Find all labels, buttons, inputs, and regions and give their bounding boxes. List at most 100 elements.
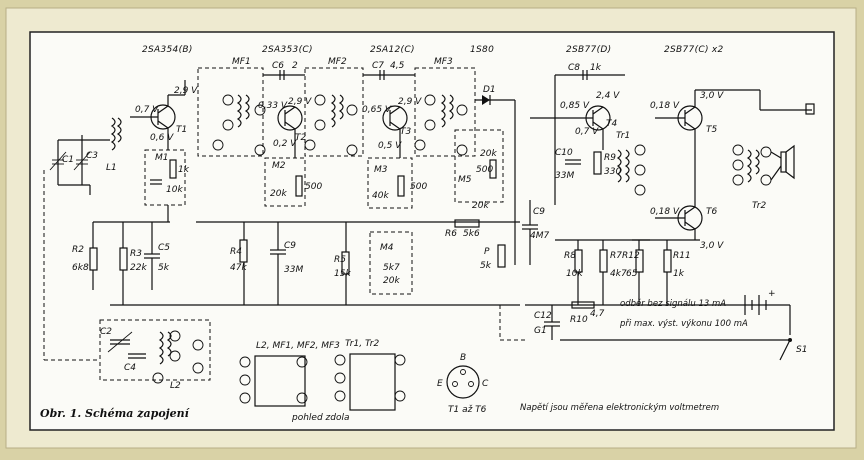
label-r12: R12 <box>622 251 640 261</box>
header-t4: 2SB77(D) <box>566 45 611 55</box>
label-c9: C9 <box>284 241 296 251</box>
header-t2: 2SA353(C) <box>262 45 313 55</box>
pin-e: E <box>437 379 443 389</box>
label-c7-value: 4,5 <box>390 61 405 71</box>
header-t3: 2SA12(C) <box>370 45 415 55</box>
label-r12-value: 65 <box>626 269 638 279</box>
voltage-t3-collector: 2,9 V <box>398 97 422 107</box>
label-c1: C1 <box>62 155 74 165</box>
voltage-t1-collector: 2,9 V <box>174 86 198 96</box>
label-r4-value: 47k <box>230 263 247 273</box>
label-c7: C7 <box>372 61 384 71</box>
label-tr2: Tr2 <box>752 201 766 211</box>
label-d1: D1 <box>483 85 496 95</box>
label-r-20k-c: 20k <box>472 201 489 211</box>
label-m2: M2 <box>272 161 286 171</box>
label-c6: C6 <box>272 61 284 71</box>
label-r3: R3 <box>130 249 142 259</box>
label-l2: L2 <box>170 381 181 391</box>
transistor-t2 <box>277 105 303 131</box>
pinout-if: L2, MF1, MF2, MF3 <box>239 341 340 407</box>
transistor-headers: 2SA354(B) 2SA353(C) 2SA12(C) 1S80 2SB77(… <box>142 45 724 55</box>
transistor-t3 <box>382 105 408 131</box>
stage-1: C1 C3 L1 0,7 V 2,9 V 0,6 V T1 M1 1k 10k <box>49 80 198 222</box>
label-s1: S1 <box>796 345 807 355</box>
label-c9-value: 33M <box>284 265 303 275</box>
label-r5: R5 <box>334 255 346 265</box>
voltage-t3-emitter: 0,5 V <box>378 141 402 151</box>
rails <box>43 170 790 361</box>
bias-network-1: R2 6k8 R3 22k C5 5k <box>72 221 170 305</box>
output-jack-icon <box>805 103 815 115</box>
label-c8: C8 <box>568 63 580 73</box>
voltage-t4-base: 0,85 V <box>560 101 590 111</box>
label-r3-value: 22k <box>130 263 147 273</box>
label-m4: M4 <box>380 243 394 253</box>
pinout-view-note: pohled zdola <box>291 413 350 423</box>
driver-stage: C8 1k 0,85 V 2,4 V 0,7 V T4 C10 33M R9 3… <box>530 63 646 205</box>
voltage-t2-base: 0,33 V <box>258 101 288 111</box>
label-c10: C10 <box>555 148 573 158</box>
label-c3: C3 <box>86 151 98 161</box>
voltage-t4-collector: 2,4 V <box>596 91 620 101</box>
label-r-10k: 10k <box>166 185 183 195</box>
pinout-tr-title: Tr1, Tr2 <box>345 339 379 349</box>
header-diode: 1S80 <box>470 45 494 55</box>
label-t6: T6 <box>706 207 717 217</box>
pinout-transistor: B E C T1 až T6 <box>437 353 489 415</box>
label-r2-value: 6k8 <box>72 263 89 273</box>
pinout-tr: Tr1, Tr2 <box>334 339 406 411</box>
label-l1: L1 <box>106 163 117 173</box>
label-r5-value: 15k <box>334 269 351 279</box>
detector-stage: D1 20k 500 M5 20k R6 5k6 P 5k C9 4M7 <box>445 85 549 271</box>
label-t2: T2 <box>295 133 306 143</box>
measurement-note: Napětí jsou měřena elektronickým voltmet… <box>520 402 719 413</box>
label-mf1: MF1 <box>232 57 251 67</box>
label-r11-value: 1k <box>673 269 685 279</box>
label-g1: G1 <box>534 326 547 336</box>
label-m4-r: 20k <box>383 276 400 286</box>
label-p-value: 5k <box>480 261 492 271</box>
label-t4: T4 <box>606 119 617 129</box>
supply-note-max: při max. výst. výkonu 100 mA <box>619 319 748 329</box>
label-r7-value: 4k7 <box>610 269 627 279</box>
label-c9b: C9 <box>533 207 545 217</box>
voltage-t1-base: 0,7 V <box>135 105 159 115</box>
voltage-t5-base: 0,18 V <box>650 101 680 111</box>
label-c10-value: 33M <box>555 171 574 181</box>
voltage-t3-base: 0,65 V <box>362 105 392 115</box>
voltage-t6-collector: 3,0 V <box>700 241 724 251</box>
voltage-t2-emitter: 0,2 V <box>273 139 297 149</box>
label-c4: C4 <box>124 363 136 373</box>
pin-c: C <box>482 379 489 389</box>
label-mf3: MF3 <box>434 57 453 67</box>
label-c5-value: 5k <box>158 263 170 273</box>
label-c2: C2 <box>100 327 112 337</box>
voltage-t6-base: 0,18 V <box>650 207 680 217</box>
label-r6-value: 5k6 <box>463 229 480 239</box>
label-r2: R2 <box>72 245 84 255</box>
voltage-t2-collector: 2,9 V <box>288 97 312 107</box>
pin-b: B <box>460 353 466 363</box>
label-r-500-c: 500 <box>476 165 493 175</box>
header-t5t6: 2SB77(C) x2 <box>664 45 724 55</box>
label-r8: R8 <box>564 251 576 261</box>
stage-3: C7 4,5 0,65 V 2,9 V 0,5 V T3 M3 40k 500 <box>362 61 427 209</box>
label-m5: M5 <box>458 175 472 185</box>
label-r9: R9 <box>604 153 616 163</box>
label-r-1k: 1k <box>178 165 190 175</box>
label-r11: R11 <box>673 251 691 261</box>
label-r10-value: 4,7 <box>590 309 605 319</box>
label-m4-value: 5k7 <box>383 263 400 273</box>
pinout-if-title: L2, MF1, MF2, MF3 <box>256 341 340 351</box>
pinout-transistor-title: T1 až T6 <box>448 405 487 415</box>
label-r-20k-a: 20k <box>270 189 287 199</box>
label-r10: R10 <box>570 315 588 325</box>
label-p: P <box>484 247 490 257</box>
voltage-t5-collector: 3,0 V <box>700 91 724 101</box>
bias-network-2: R4 47k C9 33M R5 15k M4 5k7 20k <box>230 222 413 305</box>
voltage-t4-emitter: 0,7 V <box>575 127 599 137</box>
label-m3: M3 <box>374 165 388 175</box>
label-mf2: MF2 <box>328 57 347 67</box>
